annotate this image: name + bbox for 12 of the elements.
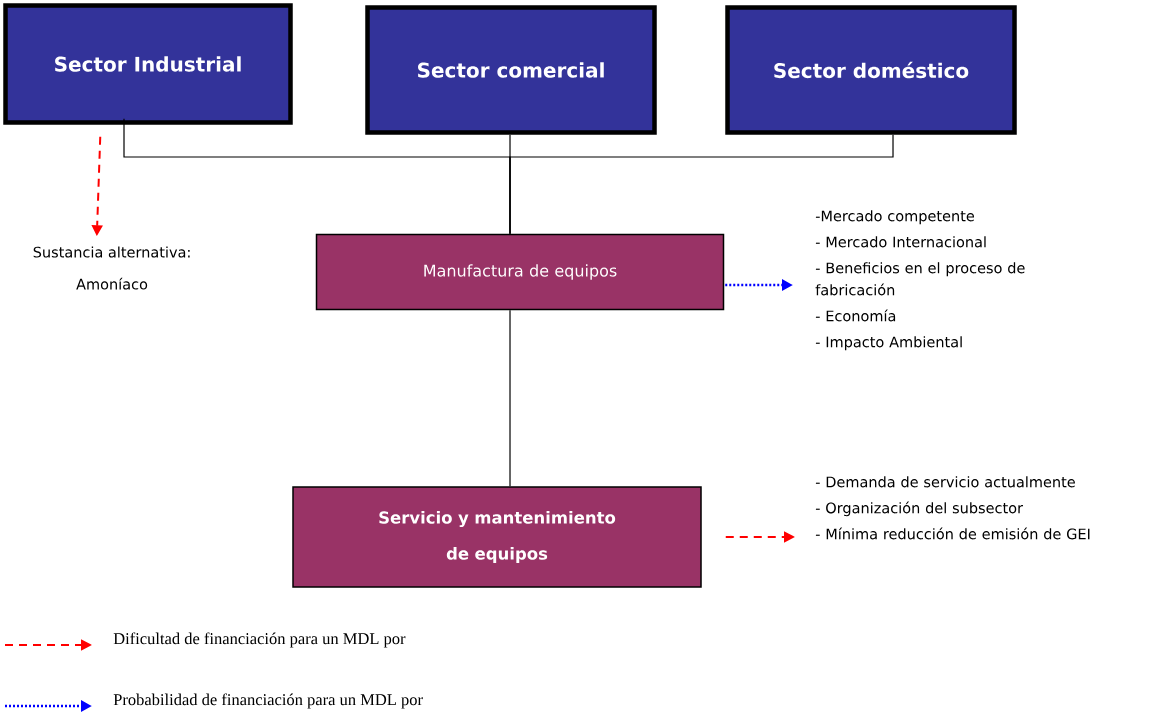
process-box: Servicio y mantenimiento de equipos [292,486,702,588]
bullet-list: - Demanda de servicio actualmente - Organización del subsector - Mínima reducción de emisión de GEI [815,476,1090,540]
bullet-list: -Mercado competente - Mercado Internacional - Beneficios en el proceso de fabricación - Economía - Impacto Ambiental [815,210,1025,351]
sector-box: Sector Industrial [3,3,293,125]
connector [509,134,894,235]
connector [509,309,511,487]
note-text: Sustancia alternativa: Amoníaco [33,246,190,290]
sector-box: Sector doméstico [725,5,1017,135]
legend-text: Dificultad de financiación para un MDL por [113,632,406,648]
legend-text: Probabilidad de financiación para un MDL por [113,693,423,709]
sector-box: Sector comercial [365,5,657,135]
process-box: Manufactura de equipos [315,233,725,311]
